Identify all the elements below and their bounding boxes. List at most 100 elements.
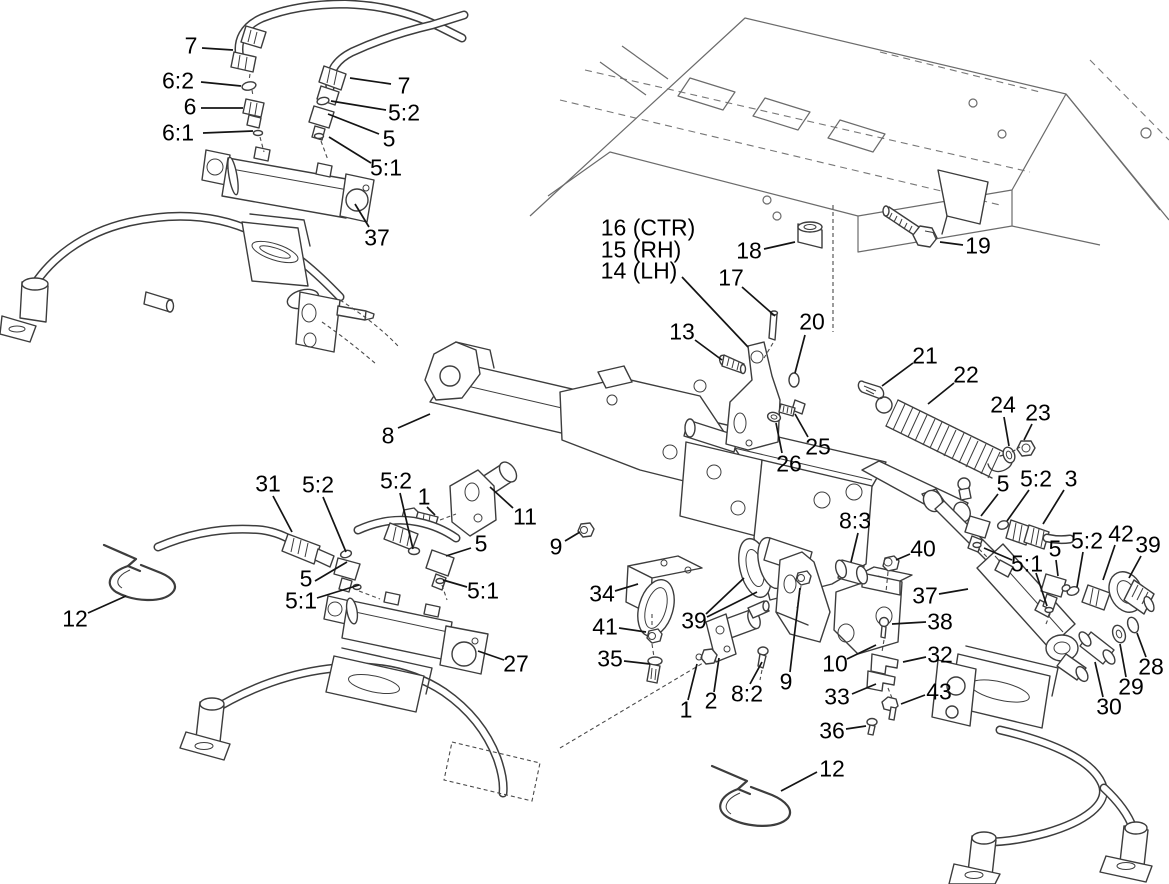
callout-label-2: 2 bbox=[704, 687, 718, 714]
leader-line-27 bbox=[477, 650, 505, 661]
callout-label-7: 7 bbox=[397, 72, 411, 99]
callout-label-25: 25 bbox=[805, 433, 831, 460]
leader-line-6-1 bbox=[202, 130, 254, 134]
leader-line-29 bbox=[1119, 643, 1127, 678]
callout-label-9: 9 bbox=[779, 668, 793, 695]
leader-line-5 bbox=[327, 113, 380, 135]
callout-label-37: 37 bbox=[364, 224, 390, 251]
callout-label-31: 31 bbox=[255, 470, 281, 497]
leader-line-5-2 bbox=[399, 492, 414, 550]
callout-label-6-2: 6:2 bbox=[162, 67, 194, 94]
leader-line-19 bbox=[939, 241, 964, 246]
leader-line-26 bbox=[775, 422, 783, 454]
callout-label-5-2: 5:2 bbox=[380, 467, 412, 494]
leader-line-41 bbox=[618, 627, 647, 633]
callout-label-32: 32 bbox=[927, 641, 953, 668]
leader-line-30 bbox=[1094, 661, 1104, 698]
leader-line-35 bbox=[623, 660, 651, 665]
callout-label-5: 5 bbox=[299, 565, 313, 592]
callout-label-1: 1 bbox=[417, 483, 431, 510]
leader-line-39 bbox=[706, 591, 758, 618]
callout-label-43: 43 bbox=[926, 678, 952, 705]
leader-line-22 bbox=[927, 382, 955, 405]
leader-line-5 bbox=[445, 547, 472, 557]
callout-label-33: 33 bbox=[824, 683, 850, 710]
leader-line-7 bbox=[201, 47, 234, 51]
leader-line-5-2 bbox=[1006, 489, 1030, 522]
leader-line-10 bbox=[846, 644, 877, 660]
leader-line-3 bbox=[1042, 489, 1065, 525]
leader-line-7 bbox=[349, 77, 392, 85]
leader-line-1 bbox=[426, 506, 436, 516]
callout-label-12: 12 bbox=[62, 605, 88, 632]
leader-line-42 bbox=[1102, 544, 1116, 581]
callout-label-30: 30 bbox=[1096, 693, 1122, 720]
leader-line-8-2 bbox=[749, 661, 763, 685]
leader-line-2 bbox=[713, 657, 720, 693]
leader-line-36 bbox=[845, 725, 867, 730]
leader-line-13 bbox=[694, 339, 723, 361]
callout-label-35: 35 bbox=[597, 645, 623, 672]
callout-label-21: 21 bbox=[912, 342, 938, 369]
callout-label-5: 5 bbox=[996, 470, 1010, 497]
hose-7-right-and-fittings bbox=[308, 10, 469, 161]
lift-lever-and-pins bbox=[718, 205, 938, 451]
callout-label-20: 20 bbox=[799, 308, 825, 335]
leader-line-17 bbox=[741, 286, 776, 317]
leader-line-38 bbox=[891, 621, 927, 625]
leader-line-23 bbox=[1023, 423, 1033, 441]
callout-label-42: 42 bbox=[1108, 520, 1134, 547]
callout-label-11: 11 bbox=[513, 503, 537, 530]
callout-label-17: 17 bbox=[718, 264, 744, 291]
callout-label-24: 24 bbox=[990, 391, 1016, 418]
lower-right-lift-arm bbox=[931, 645, 1153, 884]
callout-label-37: 37 bbox=[912, 582, 938, 609]
hydraulic-cylinder-37-top bbox=[201, 146, 375, 223]
bolt-and-washer-25-26 bbox=[766, 399, 806, 423]
callout-label-10: 10 bbox=[822, 650, 848, 677]
callout-label-36: 36 bbox=[819, 717, 845, 744]
callout-label-5-2: 5:2 bbox=[388, 99, 420, 126]
leader-line-8 bbox=[397, 413, 431, 429]
leader-line-37 bbox=[938, 588, 969, 595]
callout-label-16-CTR-: 16 (CTR) bbox=[600, 214, 696, 241]
bracket-34-group bbox=[625, 555, 703, 684]
callout-label-5: 5 bbox=[382, 125, 396, 152]
callout-label-29: 29 bbox=[1118, 673, 1144, 700]
callout-label-8-3: 8:3 bbox=[839, 507, 871, 534]
callout-label-15-RH-: 15 (RH) bbox=[600, 236, 682, 263]
leader-line-11 bbox=[489, 486, 514, 509]
leader-line-43 bbox=[900, 694, 926, 705]
clevis-pin-11-group bbox=[401, 461, 595, 538]
leader-line-25 bbox=[794, 413, 809, 438]
callout-label-34: 34 bbox=[589, 580, 615, 607]
callout-label-8: 8 bbox=[381, 422, 395, 449]
callout-label-22: 22 bbox=[953, 361, 979, 388]
callout-label-23: 23 bbox=[1025, 399, 1051, 426]
leader-line-8-3 bbox=[850, 532, 859, 563]
callout-label-28: 28 bbox=[1138, 653, 1164, 680]
leader-line-21 bbox=[881, 362, 914, 387]
callout-label-12: 12 bbox=[819, 755, 845, 782]
chassis-frame-phantom bbox=[529, 17, 1169, 332]
leader-line-24 bbox=[1003, 416, 1010, 447]
leader-line-5-1 bbox=[1035, 572, 1048, 607]
leader-line-9 bbox=[789, 587, 801, 673]
callout-label-5: 5 bbox=[1048, 535, 1062, 562]
right-fittings-group bbox=[964, 515, 1155, 625]
callout-label-5-1: 5:1 bbox=[1011, 550, 1043, 577]
leader-line-5-1 bbox=[316, 584, 360, 599]
leader-line-12 bbox=[87, 595, 127, 614]
leader-line-20 bbox=[794, 334, 806, 374]
callout-label-14-LH-: 14 (LH) bbox=[600, 257, 678, 284]
leader-line-5-2 bbox=[330, 100, 387, 111]
leader-line-9 bbox=[564, 531, 581, 542]
leader-line-5-2 bbox=[322, 496, 347, 553]
leader-line-5 bbox=[980, 493, 999, 517]
callout-label-38: 38 bbox=[927, 608, 953, 635]
leader-line-14-LH- bbox=[681, 276, 749, 348]
leader-line-1 bbox=[687, 663, 698, 701]
leader-line-39 bbox=[705, 577, 745, 615]
